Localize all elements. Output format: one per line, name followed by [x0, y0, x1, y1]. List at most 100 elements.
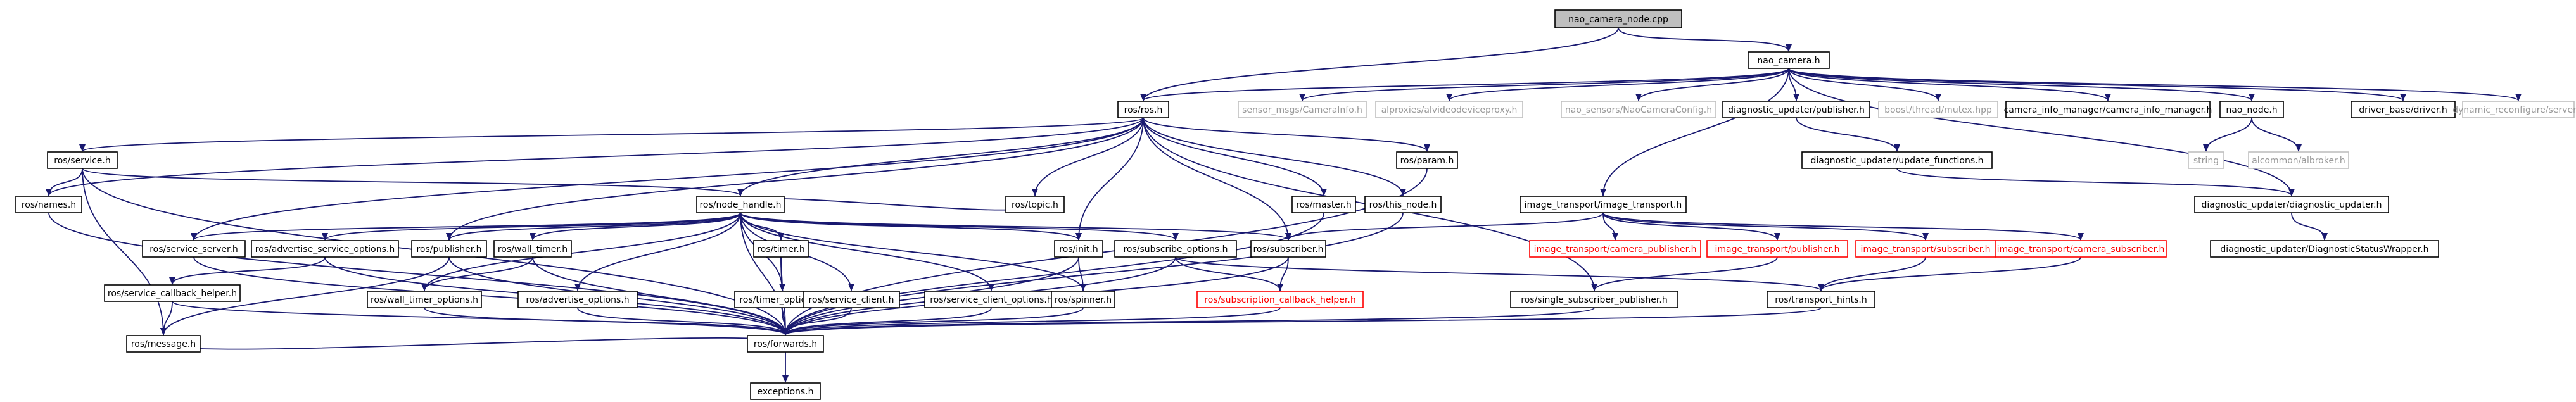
edge-ros_node_handle_h-to-ros_spinner_h — [740, 212, 1086, 291]
node-label: ros/service_callback_helper.h — [108, 289, 237, 299]
node-camera-info-manager-h[interactable]: camera_info_manager/camera_info_manager.… — [2004, 101, 2212, 118]
edge-nao_camera_h-to-nao_sensors_naocameraconfig_h — [1635, 68, 1789, 101]
edge-ros_node_handle_h-to-ros_advertise_options_h — [574, 212, 741, 291]
node-ros-this-node-h[interactable]: ros/this_node.h — [1364, 196, 1442, 213]
node-ros-subscription-callback-helper-h[interactable]: ros/subscription_callback_helper.h — [1196, 291, 1364, 308]
node-ros-single-subscriber-publisher-h[interactable]: ros/single_subscriber_publisher.h — [1510, 291, 1678, 308]
edge-nao_camera_h-to-image_transport_image_transport_h — [1600, 68, 1789, 196]
edge-ros_node_handle_h-to-ros_advertise_service_options_h — [322, 212, 741, 241]
edge-ros_ros_h-to-ros_subscriber_h — [1143, 117, 1291, 241]
node-label: ros/names.h — [22, 200, 76, 210]
edge-ros_names_h-to-ros_forwards_h — [48, 212, 789, 336]
node-ros-service-callback-helper-h[interactable]: ros/service_callback_helper.h — [104, 284, 241, 302]
edge-ros_wall_timer_h-to-ros_wall_timer_options_h — [421, 256, 533, 291]
node-label: ros/master.h — [1296, 200, 1351, 210]
edge-ros_node_handle_h-to-ros_forwards_h — [740, 212, 789, 336]
node-label: ros/topic.h — [1012, 200, 1058, 210]
node-sensor-msgs-camerainfo-h: sensor_msgs/CameraInfo.h — [1238, 101, 1367, 118]
edge-ros_wall_timer_options_h-to-ros_forwards_h — [424, 307, 789, 336]
node-ros-service-h[interactable]: ros/service.h — [47, 151, 118, 169]
node-ros-message-h[interactable]: ros/message.h — [126, 335, 201, 353]
node-ros-spinner-h[interactable]: ros/spinner.h — [1051, 291, 1115, 308]
node-ros-names-h[interactable]: ros/names.h — [15, 196, 82, 213]
edge-ros_init_h-to-ros_spinner_h — [1078, 256, 1086, 291]
edges-layer — [46, 27, 2522, 383]
node-ros-wall-timer-h[interactable]: ros/wall_timer.h — [493, 240, 572, 258]
edge-diag_updater_diagnostic_updater_h-to-diag_updater_diagnosticstatuswrapper_h — [2291, 212, 2328, 241]
edge-ros_subscribe_options_h-to-ros_transport_hints_h — [1175, 256, 1824, 291]
node-image-transport-subscriber-h[interactable]: image_transport/subscriber.h — [1855, 240, 1996, 258]
edge-image_transport_subscriber_h-to-ros_transport_hints_h — [1818, 256, 1926, 291]
node-exceptions-h[interactable]: exceptions.h — [750, 382, 821, 400]
edge-nao_camera_h-to-diag_updater_diagnostic_updater_h — [1788, 68, 2295, 196]
edge-diag_updater_update_functions_h-to-diag_updater_diagnostic_updater_h — [1896, 168, 2295, 196]
node-image-transport-camera-subscriber-h[interactable]: image_transport/camera_subscriber.h — [1995, 240, 2167, 258]
node-label: diagnostic_updater/diagnostic_updater.h — [2201, 200, 2382, 210]
node-ros-forwards-h[interactable]: ros/forwards.h — [747, 335, 824, 353]
node-ros-service-server-h[interactable]: ros/service_server.h — [142, 240, 246, 258]
node-diag-updater-diagnosticstatuswrapper-h[interactable]: diagnostic_updater/DiagnosticStatusWrapp… — [2210, 240, 2439, 258]
edge-ros_single_subscriber_publisher_h-to-ros_forwards_h — [782, 307, 1595, 336]
node-label: nao_node.h — [2226, 105, 2277, 115]
node-label: ros/subscription_callback_helper.h — [1204, 295, 1355, 305]
node-diag-updater-diagnostic-updater-h[interactable]: diagnostic_updater/diagnostic_updater.h — [2194, 196, 2389, 213]
node-ros-subscriber-h[interactable]: ros/subscriber.h — [1250, 240, 1326, 258]
node-ros-init-h[interactable]: ros/init.h — [1054, 240, 1103, 258]
edge-image_transport_image_transport_h-to-image_transport_subscriber_h — [1602, 212, 1929, 241]
node-label: nao_sensors/NaoCameraConfig.h — [1565, 105, 1712, 115]
edge-image_transport_publisher_h-to-ros_single_subscriber_publisher_h — [1591, 256, 1778, 291]
node-ros-master-h[interactable]: ros/master.h — [1291, 196, 1356, 213]
edge-nao_camera_h-to-nao_node_h — [1788, 68, 2255, 101]
node-diag-updater-publisher-h[interactable]: diagnostic_updater/publisher.h — [1722, 101, 1870, 118]
node-ros-transport-hints-h[interactable]: ros/transport_hints.h — [1767, 291, 1875, 308]
node-nao-camera-h[interactable]: nao_camera.h — [1748, 51, 1830, 69]
node-ros-service-client-h[interactable]: ros/service_client.h — [803, 291, 900, 308]
edge-ros_subscribe_options_h-to-ros_subscription_callback_helper_h — [1175, 256, 1283, 291]
node-label: string — [2193, 156, 2219, 166]
node-ros-param-h[interactable]: ros/param.h — [1396, 151, 1458, 169]
edge-ros_ros_h-to-ros_master_h — [1143, 117, 1327, 196]
node-image-transport-camera-publisher-h[interactable]: image_transport/camera_publisher.h — [1529, 240, 1701, 258]
node-label: alproxies/alvideodeviceproxy.h — [1381, 105, 1518, 115]
edge-ros_service_h-to-ros_node_handle_h — [82, 168, 744, 196]
edge-ros_node_handle_h-to-ros_wall_timer_options_h — [421, 212, 741, 291]
node-label: ros/node_handle.h — [699, 200, 781, 210]
edge-ros_node_handle_h-to-ros_publisher_h — [446, 212, 741, 241]
edge-nao_node_h-to-string — [2203, 117, 2252, 152]
node-ros-topic-h[interactable]: ros/topic.h — [1005, 196, 1065, 213]
node-image-transport-publisher-h[interactable]: image_transport/publisher.h — [1706, 240, 1848, 258]
node-label: ros/subscribe_options.h — [1123, 244, 1228, 254]
node-ros-service-client-options-h[interactable]: ros/service_client_options.h — [924, 291, 1058, 308]
node-label: ros/forwards.h — [754, 339, 817, 349]
node-ros-advertise-options-h[interactable]: ros/advertise_options.h — [517, 291, 638, 308]
nodes-layer: nao_camera_node.cpp nao_camera.h ros/ros.h… — [15, 9, 2576, 400]
edge-ros_service_client_options_h-to-ros_forwards_h — [782, 307, 992, 336]
node-ros-node-handle-h[interactable]: ros/node_handle.h — [696, 196, 785, 213]
edge-image_transport_image_transport_h-to-image_transport_publisher_h — [1602, 212, 1780, 241]
node-label: dynamic_reconfigure/server.h — [2452, 105, 2576, 115]
edge-ros_ros_h-to-ros_service_h — [79, 117, 1144, 152]
node-nao-camera-node-cpp[interactable]: nao_camera_node.cpp — [1554, 9, 1682, 28]
node-ros-wall-timer-options-h[interactable]: ros/wall_timer_options.h — [367, 291, 482, 308]
node-label: ros/publisher.h — [416, 244, 481, 254]
node-ros-ros-h[interactable]: ros/ros.h — [1117, 101, 1169, 118]
node-ros-timer-h[interactable]: ros/timer.h — [753, 240, 809, 258]
edge-nao_node_h-to-alcommon_albroker_h — [2251, 117, 2302, 152]
node-label: ros/transport_hints.h — [1775, 295, 1867, 305]
node-label: ros/init.h — [1059, 244, 1098, 254]
node-nao-sensors-naocameraconfig-h: nao_sensors/NaoCameraConfig.h — [1561, 101, 1716, 118]
node-label: ros/param.h — [1400, 156, 1454, 166]
node-image-transport-image-transport-h[interactable]: image_transport/image_transport.h — [1520, 196, 1687, 213]
node-ros-advertise-service-options-h[interactable]: ros/advertise_service_options.h — [251, 240, 399, 258]
node-label: driver_base/driver.h — [2359, 105, 2447, 115]
node-driver-base-driver-h[interactable]: driver_base/driver.h — [2351, 101, 2456, 118]
node-ros-publisher-h[interactable]: ros/publisher.h — [411, 240, 487, 258]
edge-image_transport_image_transport_h-to-image_transport_camera_subscriber_h — [1602, 212, 2084, 241]
node-ros-subscribe-options-h[interactable]: ros/subscribe_options.h — [1114, 240, 1237, 258]
edge-ros_subscriber_h-to-ros_subscription_callback_helper_h — [1277, 256, 1289, 291]
node-label: image_transport/image_transport.h — [1525, 200, 1682, 210]
edge-ros_ros_h-to-ros_this_node_h — [1143, 117, 1406, 196]
node-diag-updater-update-functions-h[interactable]: diagnostic_updater/update_functions.h — [1801, 151, 1993, 169]
node-nao-node-h[interactable]: nao_node.h — [2219, 101, 2284, 118]
